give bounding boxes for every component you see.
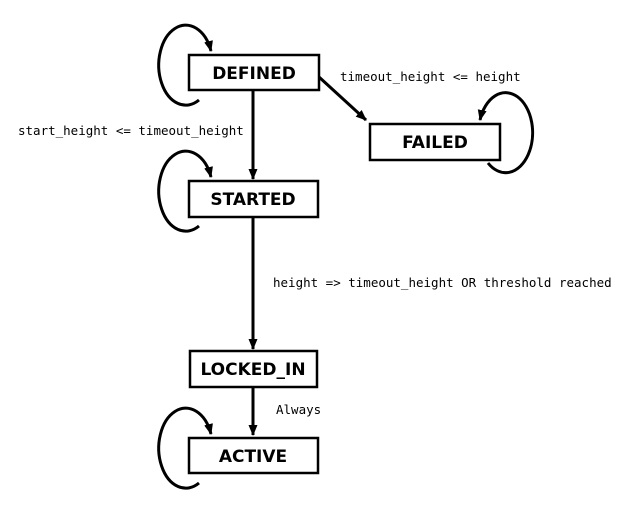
state-active-label: ACTIVE [219, 447, 287, 467]
transition-label-lockedin-active: Always [276, 402, 321, 417]
state-locked-in-box [188, 349, 319, 389]
transition-label-started-lockedin: height => timeout_height OR threshold re… [273, 275, 612, 290]
state-locked-in-label: LOCKED_IN [200, 360, 305, 380]
state-failed: FAILED [368, 122, 502, 162]
edge-active-self-loop [157, 406, 213, 490]
transition-label-defined-failed: timeout_height <= height [340, 69, 521, 84]
state-active: ACTIVE [187, 436, 320, 475]
state-started-label: STARTED [210, 190, 295, 210]
state-started-box [187, 179, 320, 219]
state-locked-in: LOCKED_IN [188, 349, 319, 389]
edge-failed-self-loop [477, 91, 535, 175]
state-failed-box [368, 122, 502, 162]
transition-label-defined-started: start_height <= timeout_height [18, 123, 244, 138]
state-active-box [187, 436, 320, 475]
state-defined: DEFINED [187, 53, 321, 92]
edge-defined-self-loop [157, 23, 213, 107]
state-failed-label: FAILED [402, 133, 468, 153]
state-defined-label: DEFINED [212, 64, 296, 84]
edge-defined-to-failed [317, 75, 368, 122]
state-defined-box [187, 53, 321, 92]
state-started: STARTED [187, 179, 320, 219]
edge-started-self-loop [157, 149, 213, 233]
